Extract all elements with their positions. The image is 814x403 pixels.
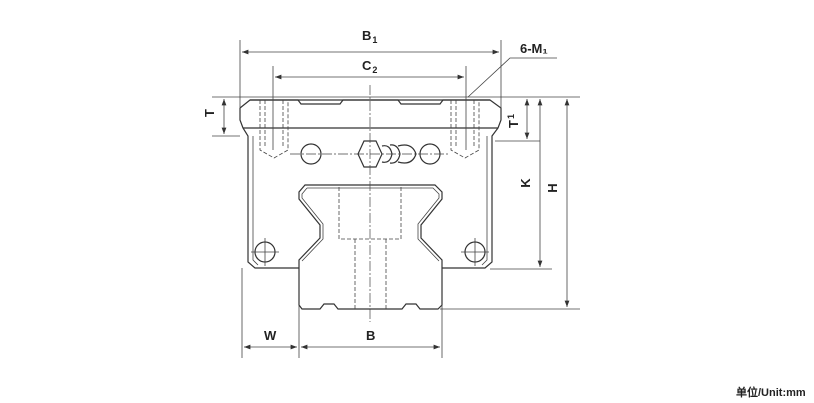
label-H: H: [545, 183, 560, 192]
grease-nipple: [381, 144, 417, 164]
label-K: K: [518, 178, 533, 188]
dimensions: [212, 40, 580, 358]
hole-top-left: [300, 143, 322, 165]
rail-bolt-hole: [338, 187, 402, 309]
label-T1: T1: [506, 114, 521, 128]
tapped-hole-left: [259, 100, 289, 159]
label-T: T: [202, 109, 217, 117]
hex-nut: [357, 140, 383, 168]
rail: [298, 184, 443, 310]
tapped-hole-right: [450, 100, 480, 159]
label-6-M1: 6-M₁: [520, 41, 548, 56]
label-W: W: [264, 328, 277, 343]
label-C2: C2: [362, 58, 377, 75]
unit-label: 单位/Unit:mm: [736, 387, 806, 399]
label-B: B: [366, 328, 375, 343]
label-B1: B1: [362, 28, 377, 45]
carriage-block: [239, 99, 502, 269]
